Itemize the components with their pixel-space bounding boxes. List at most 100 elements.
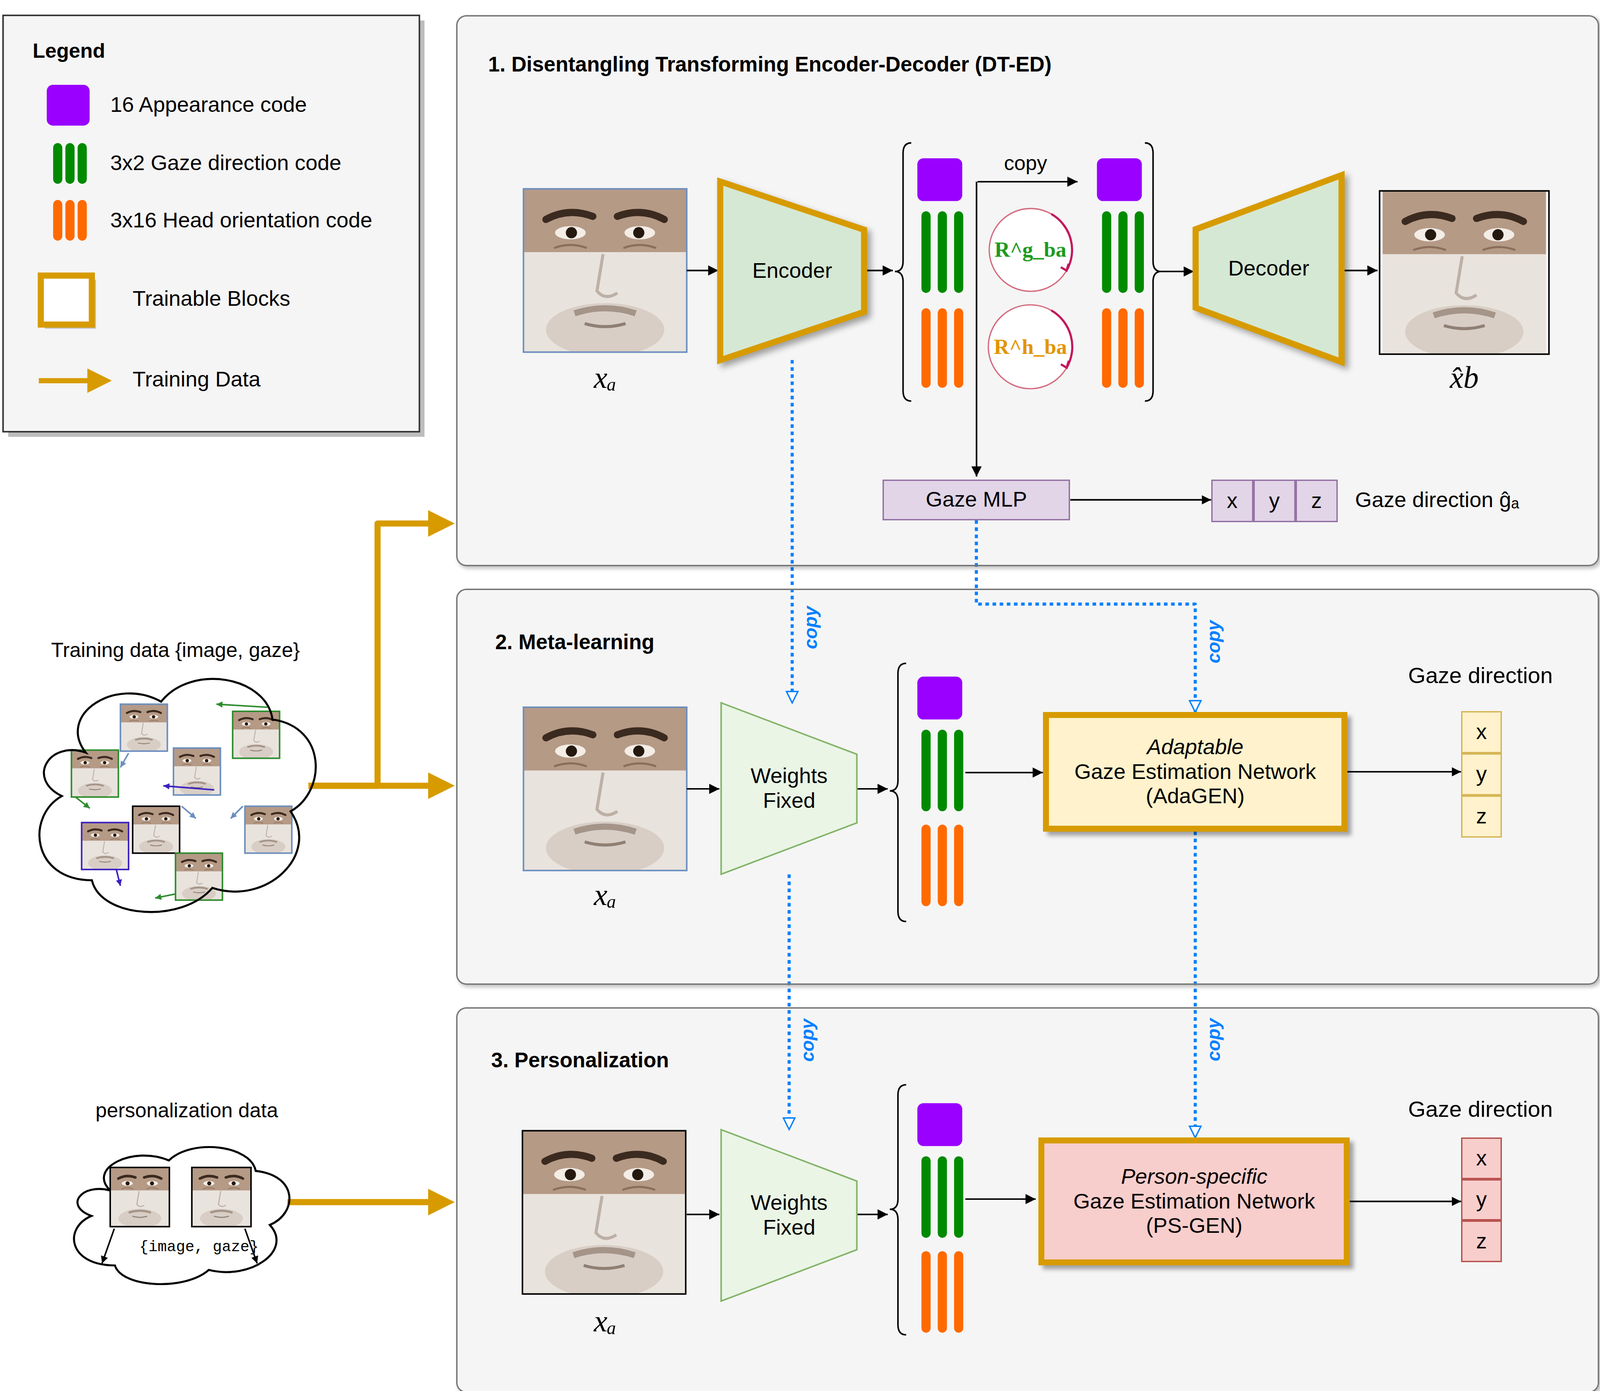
latent-code bbox=[1118, 308, 1128, 388]
mlp-box: Gaze MLP bbox=[882, 479, 1071, 521]
text-holder: x̂b bbox=[1449, 359, 1479, 396]
panel-title: 2. Meta-learning bbox=[495, 630, 655, 655]
panel-ground bbox=[456, 1007, 1600, 1391]
legend-panel bbox=[38, 378, 103, 384]
cloud-outline bbox=[25, 663, 327, 919]
legend-swatch bbox=[77, 199, 87, 241]
text-holder: {image, gaze} bbox=[139, 1238, 259, 1256]
latent-code bbox=[917, 676, 963, 720]
face-thumbnail bbox=[132, 805, 180, 855]
latent-code bbox=[921, 824, 931, 907]
text-holder: 16 Appearance code bbox=[110, 92, 307, 118]
legend-swatch bbox=[53, 199, 63, 241]
data-flow-arrow bbox=[686, 269, 719, 271]
legend-swatch bbox=[65, 143, 75, 184]
face-thumbnail bbox=[191, 1167, 251, 1227]
text-holder: 3. Personalization bbox=[491, 1048, 669, 1073]
legend-swatch bbox=[77, 143, 87, 184]
face-thumbnail bbox=[71, 750, 119, 797]
face-image bbox=[1382, 190, 1546, 359]
face-thumbnail bbox=[120, 704, 168, 751]
latent-code bbox=[889, 663, 907, 922]
vector-cell: y bbox=[1461, 1179, 1502, 1221]
legend-panel bbox=[3, 15, 420, 432]
face-image bbox=[523, 188, 687, 357]
latent-code bbox=[889, 1084, 907, 1335]
edge-label: copy bbox=[800, 606, 822, 649]
text-holder: copy bbox=[1202, 620, 1225, 663]
decoder-block: Decoder bbox=[1195, 175, 1342, 362]
block-label: Weights Fixed bbox=[740, 763, 838, 813]
math-symbol: xₐ bbox=[593, 877, 617, 913]
gaze-output: Gaze direction xyz bbox=[1402, 1096, 1558, 1265]
text-group: Person-specificGaze Estimation Network (… bbox=[1060, 1164, 1328, 1239]
face-image bbox=[523, 707, 687, 875]
face-thumbnail bbox=[116, 869, 121, 886]
block-label: Adaptable bbox=[1147, 734, 1244, 760]
text-holder: 3x2 Gaze direction code bbox=[110, 150, 342, 176]
rotation-symbol: R^h_ba bbox=[993, 334, 1068, 360]
data-flow-arrow bbox=[686, 1213, 720, 1215]
text-holder: copy bbox=[1202, 1018, 1225, 1061]
face-thumbnail bbox=[175, 853, 223, 902]
output-vector: xyz bbox=[1461, 1137, 1502, 1263]
vector-cell: z bbox=[1295, 479, 1338, 523]
text-holder: 3x16 Head orientation code bbox=[110, 208, 373, 233]
data-flow-arrow bbox=[965, 771, 1043, 773]
text-holder: Gaze direction ĝₐ bbox=[1355, 487, 1520, 513]
data-flow-arrow bbox=[857, 1213, 889, 1215]
legend-title: Legend bbox=[32, 39, 105, 63]
data-flow-arrow bbox=[857, 788, 889, 790]
text-holder: Gaze direction bbox=[1407, 662, 1553, 689]
legend-panel bbox=[3, 15, 425, 437]
face-image bbox=[523, 707, 687, 871]
text-holder: Gaze direction bbox=[1407, 1096, 1553, 1122]
data-flow-arrow bbox=[977, 181, 1078, 183]
encoder-block: Encoder bbox=[720, 181, 865, 361]
text-group: R^g_ba bbox=[994, 237, 1067, 263]
text-holder: Trainable Blocks bbox=[132, 286, 291, 312]
block-label: Gaze Estimation Network (PS-GEN) bbox=[1060, 1189, 1328, 1239]
latent-code bbox=[954, 824, 964, 907]
cloud-label: personalization data bbox=[95, 1098, 278, 1122]
latent-code bbox=[937, 211, 947, 293]
edge-label: copy bbox=[1202, 1018, 1225, 1061]
data-flow-arrow bbox=[864, 269, 893, 271]
latent-code bbox=[954, 211, 964, 293]
text-group: AdaptableGaze Estimation Network (AdaGEN… bbox=[1061, 734, 1330, 809]
data-flow-arrow bbox=[287, 1198, 442, 1205]
latent-code bbox=[894, 143, 912, 402]
math-symbol: xₐ bbox=[593, 359, 617, 396]
output-heading: Gaze direction bbox=[1407, 662, 1553, 689]
cloud-ground bbox=[39, 678, 316, 912]
face-thumbnail bbox=[163, 785, 215, 790]
stage-panel: 3. PersonalizationWeights Fixed Person-sp… bbox=[456, 1007, 1600, 1391]
face-thumbnail bbox=[120, 753, 129, 768]
latent-code bbox=[921, 211, 931, 293]
face-image bbox=[522, 188, 1550, 1298]
legend-swatch bbox=[46, 84, 90, 126]
cloud-outline bbox=[73, 1147, 290, 1285]
latent-code bbox=[917, 1103, 963, 1146]
flow-arrow bbox=[1347, 771, 1462, 773]
copy-arrow bbox=[976, 520, 1196, 712]
block-label: Person-specific bbox=[1120, 1164, 1268, 1190]
latent-code bbox=[937, 729, 947, 812]
output-caption: Gaze direction ĝₐ bbox=[1355, 487, 1520, 513]
output-vector: xyz bbox=[1461, 711, 1502, 838]
latent-code bbox=[1118, 211, 1128, 293]
latent-code bbox=[921, 1156, 931, 1238]
text-group: Weights Fixed bbox=[740, 1190, 838, 1240]
vector-cell: x bbox=[1461, 711, 1502, 754]
face-thumbnail bbox=[132, 805, 180, 853]
cloud-ground bbox=[73, 1147, 290, 1285]
stage-panel: 2. Meta-learningWeights FixedAdaptableGa… bbox=[456, 588, 1600, 985]
cloud-ground bbox=[39, 678, 316, 1285]
arrow-label: copy bbox=[1004, 151, 1048, 176]
face-thumbnail bbox=[216, 704, 268, 708]
face-thumbnail bbox=[75, 796, 90, 808]
vector-cell: x bbox=[1211, 479, 1254, 523]
latent-code bbox=[937, 1156, 947, 1238]
latent-code bbox=[921, 1251, 931, 1333]
legend-swatch bbox=[65, 199, 75, 241]
